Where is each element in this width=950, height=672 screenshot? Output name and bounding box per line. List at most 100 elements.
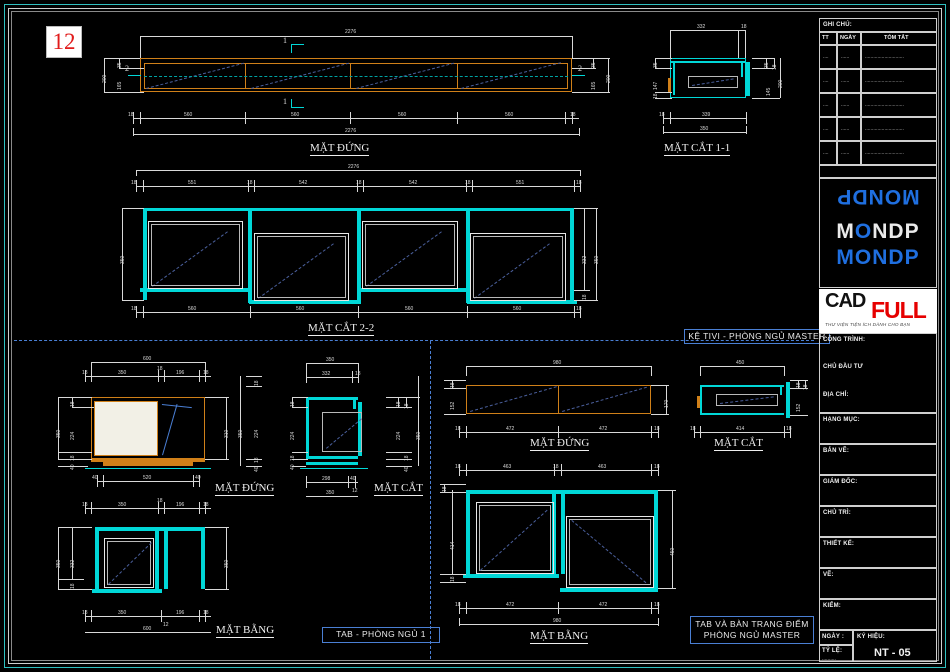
tab1plan-panel bbox=[104, 538, 154, 588]
dim-masterelev-b2: 472 bbox=[599, 426, 608, 432]
dim-sec22-b3: 560 bbox=[405, 306, 414, 312]
dim-tab1plan-b-total: 600 bbox=[143, 626, 152, 632]
dim-tv-elev-b4: 560 bbox=[505, 112, 514, 118]
dim-tab1sec-r-total: 350 bbox=[416, 431, 422, 440]
dim-mastersec-r-top: 18 bbox=[796, 382, 802, 388]
dim-sec22-b4: 560 bbox=[513, 306, 522, 312]
dim-tab1plan-l-total: 350 bbox=[56, 559, 62, 568]
table-row: .... bbox=[823, 126, 829, 132]
dim-masterplan-b3: 18 bbox=[654, 602, 660, 608]
view-title-sec-2-2: MẶT CẮT 2-2 bbox=[308, 322, 375, 336]
dim-masterplan-b0: 18 bbox=[455, 602, 461, 608]
notes-col-ngay: NGÀY bbox=[840, 35, 856, 41]
dim-sec22-left-total: 350 bbox=[120, 255, 126, 264]
caption-tab-master-line1: TAB VÀ BÀN TRANG ĐIỂM bbox=[695, 618, 809, 629]
dim-tab1elev-b0: 40 bbox=[92, 475, 98, 481]
dim-mastersec-total: 450 bbox=[736, 360, 745, 366]
mastersec-drawer bbox=[716, 394, 778, 406]
dim-tab1plan-t4: 18 bbox=[203, 502, 209, 508]
dim-tab1elev-t2: 18 bbox=[157, 366, 163, 372]
cadfull-tagline: THƯ VIỆN TIỆN ÍCH DÀNH CHO BẠN bbox=[825, 322, 911, 327]
dim-masterplan-r-total: 450 bbox=[670, 547, 676, 556]
dim-tab1plan-b-mid: 12 bbox=[163, 622, 169, 628]
dim-tab1elev-fr-top: 18 bbox=[254, 380, 260, 386]
dim-masterplan-l-bot: 18 bbox=[450, 576, 456, 582]
dim-masterplan-b-total: 980 bbox=[553, 618, 562, 624]
dim-mastersec-r-sub: 18 bbox=[803, 384, 809, 390]
field-label-hang-muc: HẠNG MỤC: bbox=[823, 417, 860, 423]
dim-tv-elev-b5: 18 bbox=[570, 112, 576, 118]
dim-tab1plan-t1: 350 bbox=[118, 502, 127, 508]
dim-sec22-t7: 551 bbox=[516, 180, 525, 186]
dim-tv-elev-overall: 2276 bbox=[345, 128, 357, 134]
dim-masterplan-l-body: 414 bbox=[450, 541, 456, 550]
drawing-code-value: NT - 05 bbox=[874, 647, 911, 659]
dim-sec22-t3: 542 bbox=[299, 180, 308, 186]
tab1-door-panel bbox=[95, 402, 157, 455]
page-number-badge: 12 bbox=[46, 26, 82, 58]
field-label-thiet-ke: THIẾT KẾ: bbox=[823, 541, 855, 547]
dim-sec11-bot-18: 18 bbox=[659, 112, 665, 118]
field-label-chu-tri: CHỦ TRÌ: bbox=[823, 510, 851, 516]
dim-masterelev-l-top: 18 bbox=[450, 382, 456, 388]
field-label-kiem: KIỂM: bbox=[823, 603, 841, 609]
dim-masterplan-t1: 463 bbox=[503, 464, 512, 470]
dim-tab1sec-b1: 40 bbox=[350, 476, 356, 482]
dim-sec11-left-35: 35 bbox=[653, 62, 659, 68]
dim-masterplan-t0: 18 bbox=[455, 464, 461, 470]
dim-sec22-t8: 18 bbox=[576, 180, 582, 186]
view-title-tv-elevation: MẶT ĐỨNG bbox=[310, 142, 370, 156]
dim-tv-elev-right-top: 35 bbox=[591, 62, 597, 68]
dim-tab1plan-l-base: 18 bbox=[70, 583, 76, 589]
view-title-master-elevation: MẶT ĐỨNG bbox=[530, 437, 590, 451]
tab1-body bbox=[91, 397, 205, 459]
masterplan-panel-left bbox=[476, 502, 554, 574]
dim-sec22-right-total: 350 bbox=[594, 255, 600, 264]
view-title-tab1-section: MẶT CẮT bbox=[374, 482, 423, 496]
dim-tab1elev-l-total: 350 bbox=[56, 429, 62, 438]
dim-tab1elev-total: 600 bbox=[143, 356, 152, 362]
dim-tab1sec-l-foot: 40 bbox=[290, 464, 296, 470]
dim-sec22-t1: 551 bbox=[188, 180, 197, 186]
dim-tab1elev-l-foot: 40 bbox=[70, 464, 76, 470]
dim-masterelev-b0: 18 bbox=[455, 426, 461, 432]
dim-mastersec-b2: 18 bbox=[786, 426, 792, 432]
dim-tab1sec-r-foot: 40 bbox=[404, 466, 410, 472]
dim-mastersec-b0: 18 bbox=[690, 426, 696, 432]
dim-sec11-top-18: 18 bbox=[741, 24, 747, 30]
dim-tab1elev-l-body: 224 bbox=[70, 431, 76, 440]
table-row: .... bbox=[823, 54, 829, 60]
dim-masterelev-r-total: 170 bbox=[664, 399, 670, 408]
sec22-panel-2 bbox=[254, 233, 349, 301]
field-label-ban-ve: BẢN VẼ: bbox=[823, 448, 850, 454]
dim-masterplan-t4: 18 bbox=[654, 464, 660, 470]
dim-tab1sec-l-bot: 18 bbox=[290, 455, 296, 461]
dim-tv-elev-b0: 18 bbox=[128, 112, 134, 118]
view-title-tab1-elevation: MẶT ĐỨNG bbox=[215, 482, 275, 496]
dim-sec11-right-18: 18 bbox=[772, 64, 778, 70]
dim-sec11-left-18: 18 bbox=[653, 93, 659, 99]
logo-mirror-text: MONDP bbox=[836, 185, 920, 208]
field-label-cong-trinh: CÔNG TRÌNH: bbox=[823, 337, 866, 343]
section-mark-1-bottom: 1 bbox=[283, 97, 287, 106]
dim-tab1sec-t1: 18 bbox=[355, 371, 361, 377]
dim-sec11-top-332: 332 bbox=[697, 24, 706, 30]
table-row: .... bbox=[823, 78, 829, 84]
dim-tab1elev-r-total: 350 bbox=[238, 429, 244, 438]
dim-tv-elev-b2: 560 bbox=[291, 112, 300, 118]
dim-tv-elev-right-body: 165 bbox=[591, 81, 597, 90]
dim-sec22-t5: 542 bbox=[409, 180, 418, 186]
notes-col-tt: TT bbox=[822, 35, 829, 41]
dim-sec22-right-18: 18 bbox=[582, 294, 588, 300]
dim-tab1sec-b-total: 350 bbox=[326, 490, 335, 496]
field-label-chu-dau-tu: CHỦ ĐẦU TƯ bbox=[823, 364, 863, 370]
dim-tab1plan-b0: 18 bbox=[82, 610, 88, 616]
dim-tab1plan-l-body: 332 bbox=[70, 559, 76, 568]
dim-tab1elev-b1: 520 bbox=[143, 475, 152, 481]
field-label-ky-hieu: KÝ HIỆU: bbox=[857, 634, 885, 640]
sec22-panel-1 bbox=[148, 221, 243, 289]
dim-sec11-right-total: 200 bbox=[778, 79, 784, 88]
logo-letter-o: O bbox=[854, 220, 873, 243]
dim-tab1elev-fr-body: 224 bbox=[254, 429, 260, 438]
